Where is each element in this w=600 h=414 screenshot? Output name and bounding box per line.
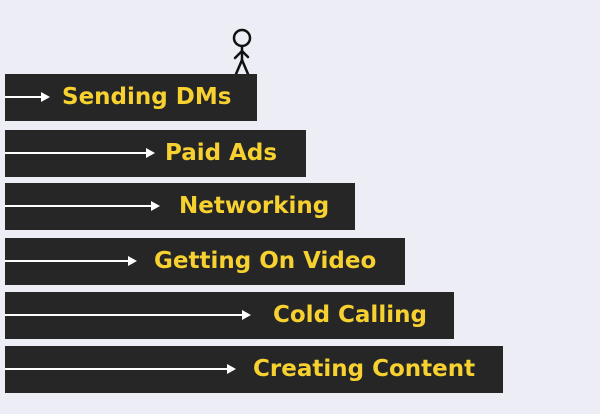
step-label: Paid Ads [165, 140, 278, 166]
step-label: Sending DMs [62, 84, 232, 110]
arrow-icon [5, 256, 137, 266]
step-label: Creating Content [253, 356, 476, 382]
arrow-icon [5, 310, 251, 320]
step-cold-calling: Cold Calling [5, 292, 454, 339]
stick-figure-icon [232, 28, 252, 76]
step-getting-on-video: Getting On Video [5, 238, 405, 285]
step-sending-dms: Sending DMs [5, 74, 257, 121]
arrow-icon [5, 364, 236, 374]
step-creating-content: Creating Content [5, 346, 503, 393]
arrow-icon [5, 92, 50, 102]
arrow-icon [5, 148, 155, 158]
step-label: Cold Calling [273, 302, 427, 328]
step-label: Getting On Video [154, 248, 377, 274]
arrow-icon [5, 201, 160, 211]
step-label: Networking [179, 193, 330, 219]
step-networking: Networking [5, 183, 355, 230]
step-paid-ads: Paid Ads [5, 130, 306, 177]
